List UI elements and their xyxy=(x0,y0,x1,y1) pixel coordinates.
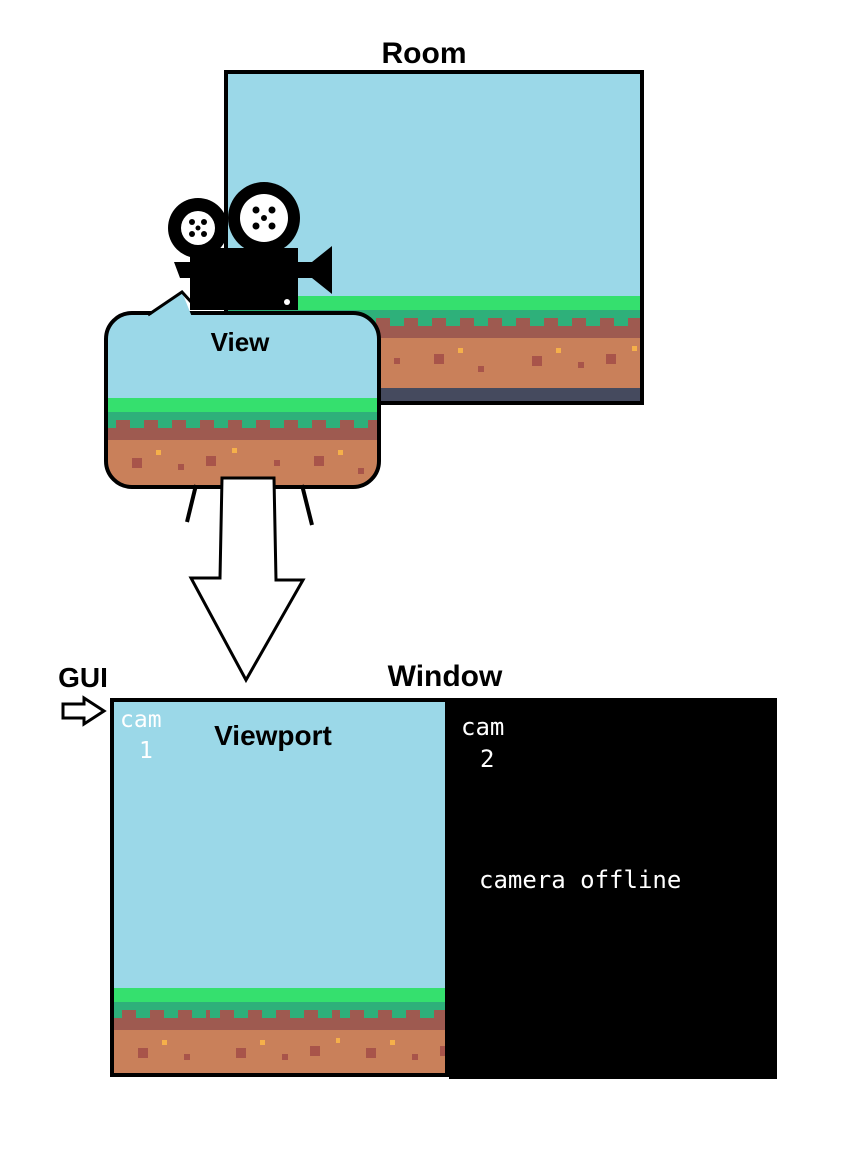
window-label: Window xyxy=(388,660,503,693)
cam2-label-line2: 2 xyxy=(480,745,494,773)
room-label: Room xyxy=(382,37,467,70)
viewport-label: Viewport xyxy=(214,720,332,751)
arrow-right-icon xyxy=(61,695,107,727)
cam2-label-line1: cam xyxy=(461,713,504,741)
cam1-label-line1: cam xyxy=(120,707,162,733)
arrow-down-icon xyxy=(188,476,306,684)
tripod-legs xyxy=(185,484,314,526)
window-panel xyxy=(449,698,777,1079)
film-camera-icon xyxy=(168,182,332,310)
viewport-panel xyxy=(110,698,449,1077)
gui-label: GUI xyxy=(58,662,108,693)
view-label: View xyxy=(211,327,271,357)
cam1-label-line2: 1 xyxy=(139,738,153,764)
camera-offline-status: camera offline xyxy=(479,866,681,894)
